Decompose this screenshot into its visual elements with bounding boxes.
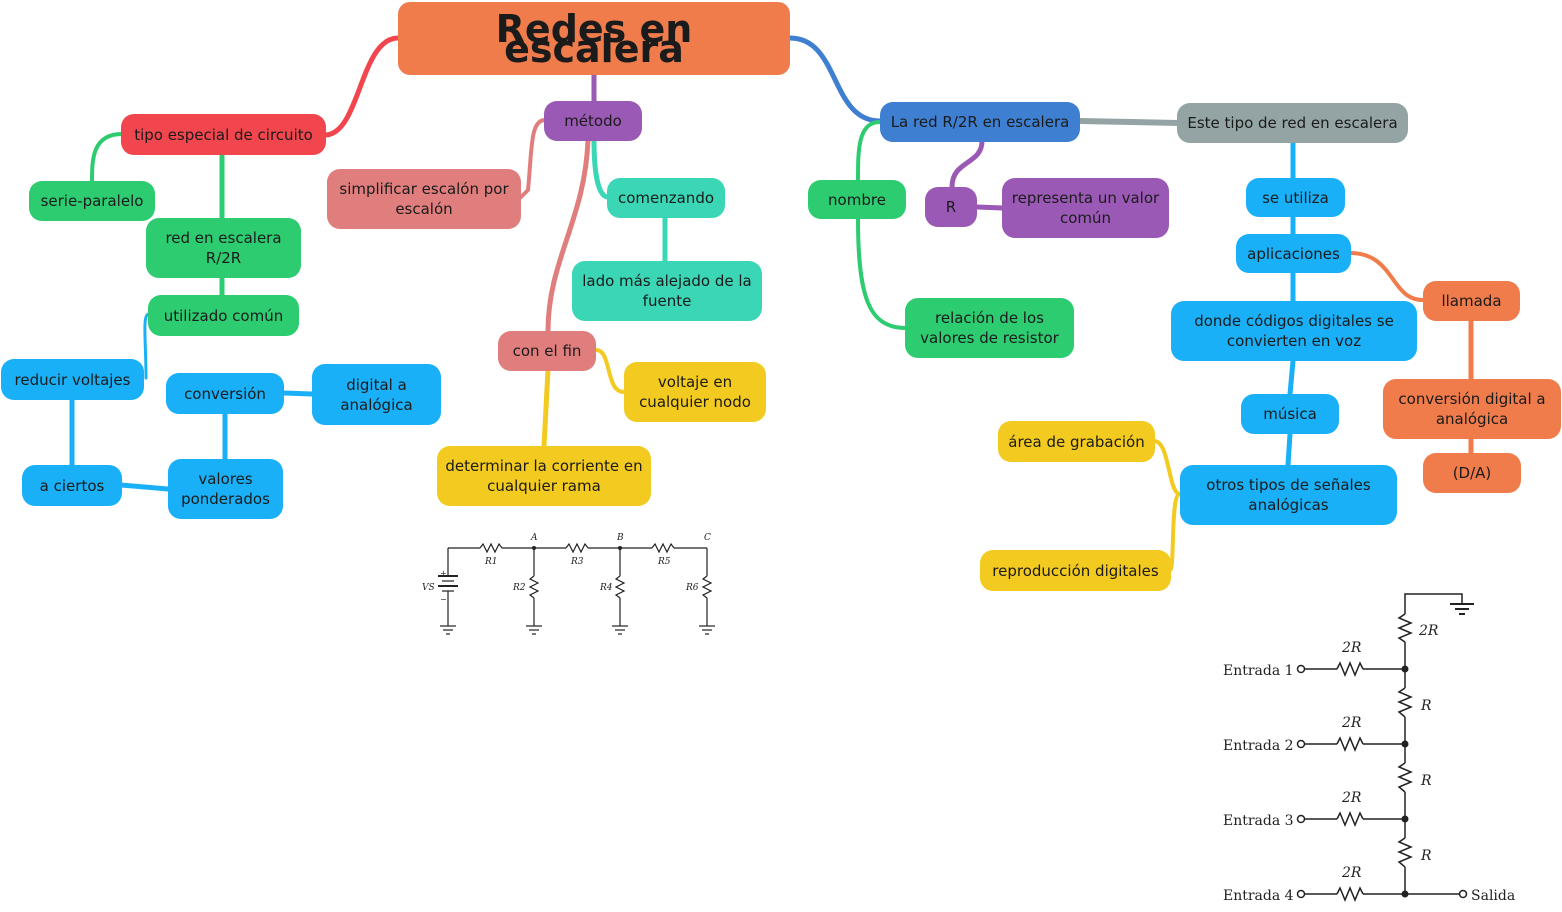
label-entrada-3: Entrada 3 <box>1223 813 1294 829</box>
label-r1: R1 <box>484 557 498 567</box>
connector-root-tipo <box>322 35 401 138</box>
node-valores[interactable]: valores ponderados <box>168 459 283 519</box>
node-otros[interactable]: otros tipos de señales analógicas <box>1180 465 1397 525</box>
label-series-r1: R <box>1420 698 1432 714</box>
label-r5: R5 <box>657 557 671 567</box>
label-in3-2r: 2R <box>1341 790 1362 806</box>
node-da[interactable]: (D/A) <box>1423 453 1521 493</box>
node-utilizado[interactable]: utilizado común <box>148 295 299 336</box>
ground-symbol <box>440 625 715 635</box>
resistor-r3 <box>565 542 589 554</box>
connector-utilizado-reducir <box>143 312 151 380</box>
ladder-circuit-figure: VS A B C R1 R2 R3 R4 R5 R6 + − <box>422 533 715 635</box>
connector-donde-musica <box>1287 358 1296 397</box>
resistor-in2 <box>1336 736 1364 752</box>
connector-nombre-relacion <box>856 217 908 330</box>
resistor-r6 <box>701 575 713 599</box>
connector-aplicaciones-llamada <box>1348 251 1425 302</box>
connector-metodo-confin <box>545 137 591 334</box>
node-nombre[interactable]: nombre <box>808 180 906 219</box>
label-series-r3: R <box>1420 848 1432 864</box>
node-serie-paralelo[interactable]: serie-paralelo <box>29 181 155 221</box>
label-node-a: A <box>530 533 538 543</box>
connector-metodo-simplificar <box>518 118 547 200</box>
connector-otros-area <box>1152 439 1182 496</box>
r2r-circuit-figure: Entrada 1 Entrada 2 Entrada 3 Entrada 4 … <box>1223 593 1515 904</box>
resistor-in4 <box>1336 886 1364 902</box>
node-con-fin[interactable]: con el fin <box>498 331 596 371</box>
label-salida: Salida <box>1471 888 1515 904</box>
node-musica[interactable]: música <box>1241 394 1339 434</box>
label-r2: R2 <box>512 583 526 593</box>
node-metodo[interactable]: método <box>544 101 642 141</box>
label-entrada-4: Entrada 4 <box>1223 888 1294 904</box>
node-se-utiliza[interactable]: se utiliza <box>1246 178 1345 217</box>
resistor-series-r2 <box>1397 762 1413 793</box>
label-node-c: C <box>704 533 711 543</box>
resistor-r1 <box>479 542 503 554</box>
connector-confin-determinar <box>541 367 551 449</box>
label-entrada-2: Entrada 2 <box>1223 738 1294 754</box>
label-series-r2: R <box>1420 773 1432 789</box>
connector-conversion-digital <box>281 390 315 397</box>
connector-confin-voltaje <box>594 348 626 394</box>
label-in2-2r: 2R <box>1341 715 1362 731</box>
node-voltaje[interactable]: voltaje en cualquier nodo <box>624 362 766 422</box>
node-tipo-especial[interactable]: tipo especial de circuito <box>121 114 326 155</box>
node-red-r2r[interactable]: La red R/2R en escalera <box>880 102 1080 142</box>
label-entrada-1: Entrada 1 <box>1223 663 1294 679</box>
resistor-series-r1 <box>1397 687 1413 718</box>
connector-root-red-r2r <box>787 35 883 124</box>
resistor-in3 <box>1336 811 1364 827</box>
connector-metodo-comenzando <box>591 137 611 200</box>
node-lado[interactable]: lado más alejado de la fuente <box>572 261 762 321</box>
connector-otros-reproduccion <box>1168 492 1182 572</box>
node-simplificar[interactable]: simplificar escalón por escalón <box>327 169 521 229</box>
node-comenzando[interactable]: comenzando <box>607 178 725 218</box>
label-r6: R6 <box>685 583 699 593</box>
label-top-2r: 2R <box>1418 623 1439 639</box>
node-conversion[interactable]: conversión <box>166 373 284 414</box>
node-conversion-da[interactable]: conversión digital a analógica <box>1383 379 1561 439</box>
node-determinar[interactable]: determinar la corriente en cualquier ram… <box>437 446 651 506</box>
root-title[interactable]: Redes en escalera <box>398 2 790 75</box>
connector-r-representa <box>974 204 1006 211</box>
label-in1-2r: 2R <box>1341 640 1362 656</box>
connector-red-estetipo <box>1077 118 1181 126</box>
node-r[interactable]: R <box>925 187 977 227</box>
label-r4: R4 <box>599 583 613 593</box>
node-representa[interactable]: representa un valor común <box>1002 178 1169 238</box>
node-relacion[interactable]: relación de los valores de resistor <box>905 298 1074 358</box>
connector-red-r <box>949 138 985 190</box>
node-reducir[interactable]: reducir voltajes <box>1 359 144 400</box>
resistor-top-2r <box>1397 613 1413 643</box>
node-red-escalera[interactable]: red en escalera R/2R <box>146 218 301 278</box>
node-a-ciertos[interactable]: a ciertos <box>22 465 122 506</box>
resistor-r5 <box>651 542 675 554</box>
label-node-b: B <box>616 533 624 543</box>
label-vs: VS <box>422 583 435 593</box>
node-aplicaciones[interactable]: aplicaciones <box>1236 234 1351 273</box>
node-donde[interactable]: donde códigos digitales se convierten en… <box>1171 301 1417 361</box>
connector-aciertos-valores <box>118 482 171 492</box>
connector-red-nombre <box>856 120 882 182</box>
node-reproduccion[interactable]: reproducción digitales <box>980 550 1171 591</box>
connector-musica-otros <box>1285 431 1293 468</box>
node-este-tipo[interactable]: Este tipo de red en escalera <box>1177 103 1408 143</box>
svg-text:+: + <box>440 569 447 578</box>
resistor-in1 <box>1336 661 1364 677</box>
svg-text:−: − <box>440 595 447 604</box>
label-in4-2r: 2R <box>1341 865 1362 881</box>
resistor-series-r3 <box>1397 837 1413 868</box>
label-r3: R3 <box>570 557 584 567</box>
resistor-r4 <box>614 575 626 599</box>
connector-tipo-serie <box>90 132 124 184</box>
node-area[interactable]: área de grabación <box>998 421 1155 462</box>
node-digital-analogica[interactable]: digital a analógica <box>312 364 441 425</box>
resistor-r2 <box>528 575 540 599</box>
node-llamada[interactable]: llamada <box>1423 281 1520 321</box>
